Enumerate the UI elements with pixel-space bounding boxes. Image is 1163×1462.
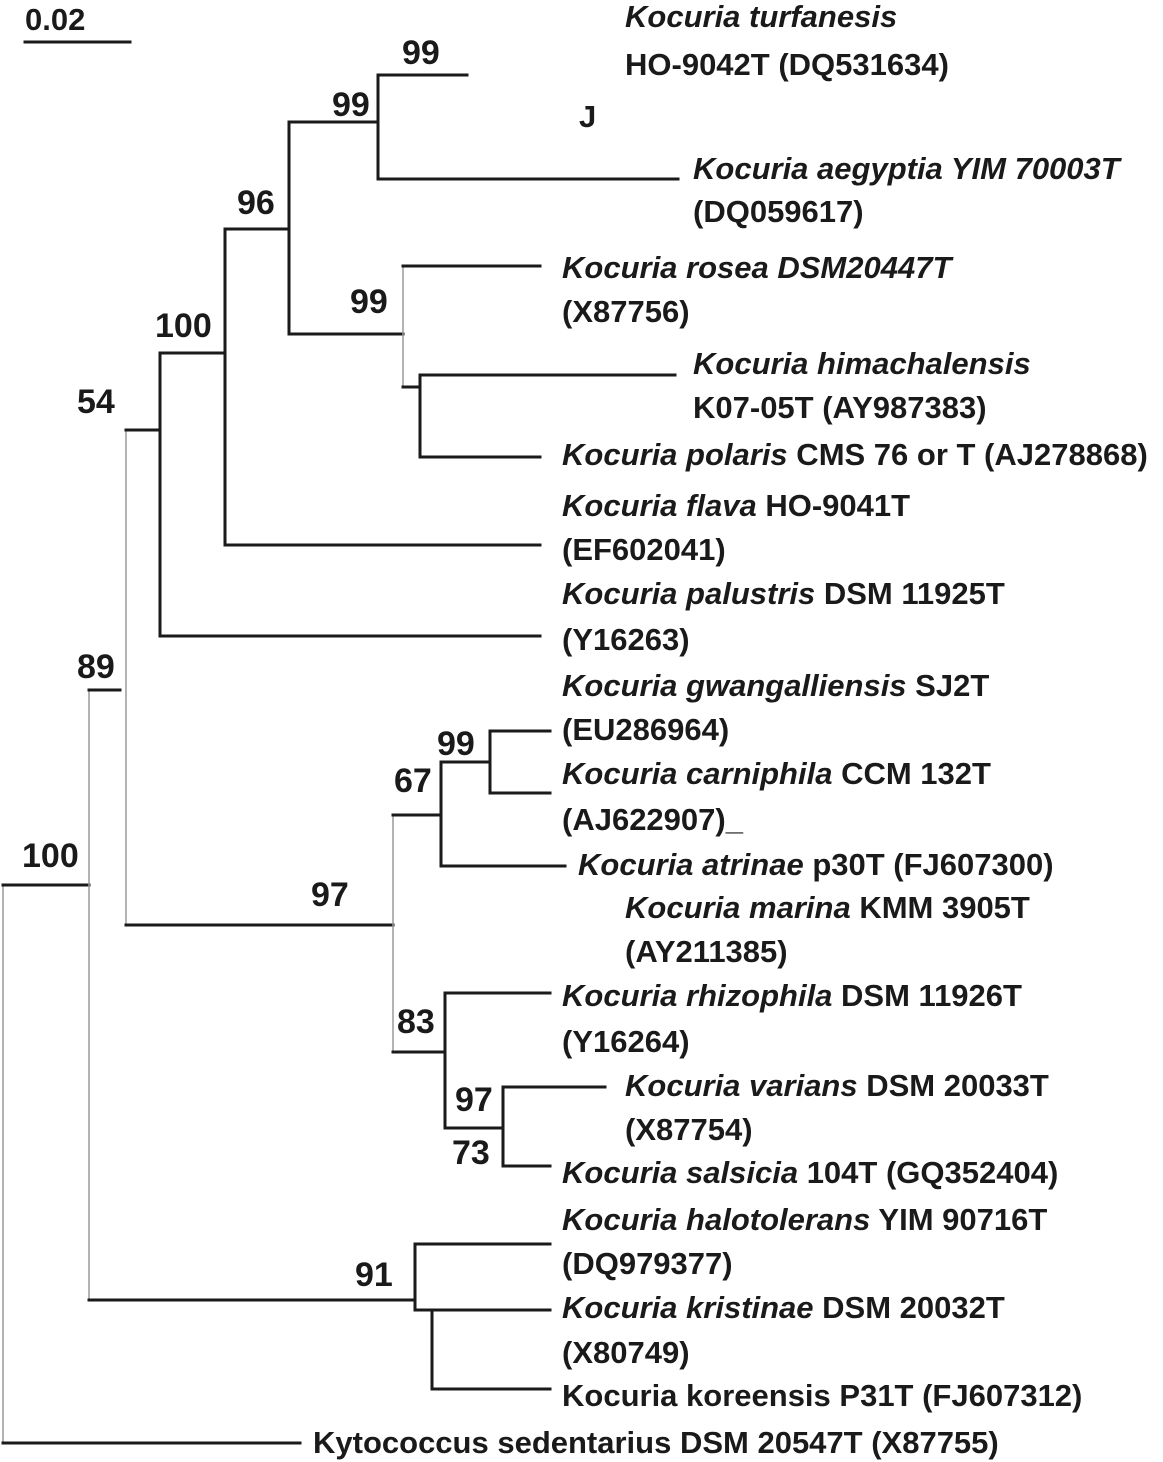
bootstrap-value: 100 xyxy=(155,307,212,345)
taxon-label: Kocuria carniphila CCM 132T xyxy=(562,756,991,791)
bootstrap-value: 97 xyxy=(455,1081,493,1119)
bootstrap-value: 89 xyxy=(77,648,115,686)
bootstrap-value: 96 xyxy=(237,184,275,222)
taxon-accession: (DQ059617) xyxy=(693,194,864,229)
taxon-label: Kocuria himachalensis xyxy=(693,346,1031,381)
scale-bar-label: 0.02 xyxy=(25,2,85,37)
taxon-label: Kocuria polaris CMS 76 or T (AJ278868) xyxy=(562,437,1148,472)
taxon-label: Kytococcus sedentarius DSM 20547T (X8775… xyxy=(313,1425,999,1460)
bootstrap-value: 100 xyxy=(22,837,79,875)
stray-mark: J xyxy=(579,99,596,134)
bootstrap-value: 97 xyxy=(311,876,349,914)
taxon-accession: (X87756) xyxy=(562,294,690,329)
bootstrap-value: 99 xyxy=(437,725,475,763)
taxon-label: Kocuria halotolerans YIM 90716T xyxy=(562,1202,1047,1237)
taxon-label: Kocuria gwangalliensis SJ2T xyxy=(562,668,989,703)
taxon-accession: (DQ979377) xyxy=(562,1246,733,1281)
taxon-label: Kocuria rosea DSM20447T xyxy=(562,250,954,285)
taxon-labels: Kocuria turfanesis HO-9042T (DQ531634) K… xyxy=(313,0,1148,1460)
taxon-accession: HO-9042T (DQ531634) xyxy=(625,47,949,82)
taxon-label: Kocuria varians DSM 20033T xyxy=(625,1068,1049,1103)
taxon-accession: K07-05T (AY987383) xyxy=(693,390,987,425)
taxon-accession: (X87754) xyxy=(625,1112,753,1147)
tree-branches xyxy=(1,73,680,1445)
taxon-accession: (EF602041) xyxy=(562,532,726,567)
taxon-accession: (X80749) xyxy=(562,1335,690,1370)
taxon-label: Kocuria rhizophila DSM 11926T xyxy=(562,978,1022,1013)
taxon-accession: (AY211385) xyxy=(625,934,788,969)
taxon-label: Kocuria salsicia 104T (GQ352404) xyxy=(562,1155,1058,1190)
bootstrap-value: 91 xyxy=(355,1256,393,1294)
taxon-label: Kocuria marina KMM 3905T xyxy=(625,890,1030,925)
taxon-accession: (EU286964) xyxy=(562,712,729,747)
scale-bar: 0.02 xyxy=(23,2,132,44)
bootstrap-value: 67 xyxy=(394,762,432,800)
taxon-label: Kocuria atrinae p30T (FJ607300) xyxy=(578,847,1054,882)
bootstrap-value: 73 xyxy=(452,1134,490,1172)
taxon-label: Kocuria aegyptia YIM 70003T xyxy=(693,151,1123,186)
taxon-label: Kocuria flava HO-9041T xyxy=(562,488,910,523)
taxon-label: Kocuria turfanesis xyxy=(625,0,897,34)
taxon-label: Kocuria palustris DSM 11925T xyxy=(562,576,1005,611)
taxon-label: Kocuria kristinae DSM 20032T xyxy=(562,1290,1005,1325)
taxon-accession: (Y16264) xyxy=(562,1024,690,1059)
bootstrap-value: 99 xyxy=(350,283,388,321)
bootstrap-value: 99 xyxy=(332,86,370,124)
taxon-accession: (Y16263) xyxy=(562,622,690,657)
taxon-label: Kocuria koreensis P31T (FJ607312) xyxy=(562,1378,1082,1413)
bootstrap-value: 99 xyxy=(402,34,440,72)
taxon-accession: (AJ622907)_ xyxy=(562,802,744,837)
bootstrap-value: 83 xyxy=(397,1003,435,1041)
bootstrap-value: 54 xyxy=(77,383,115,421)
bootstrap-values: 99 99 96 99 100 54 89 99 67 97 83 97 73 … xyxy=(22,34,493,1294)
